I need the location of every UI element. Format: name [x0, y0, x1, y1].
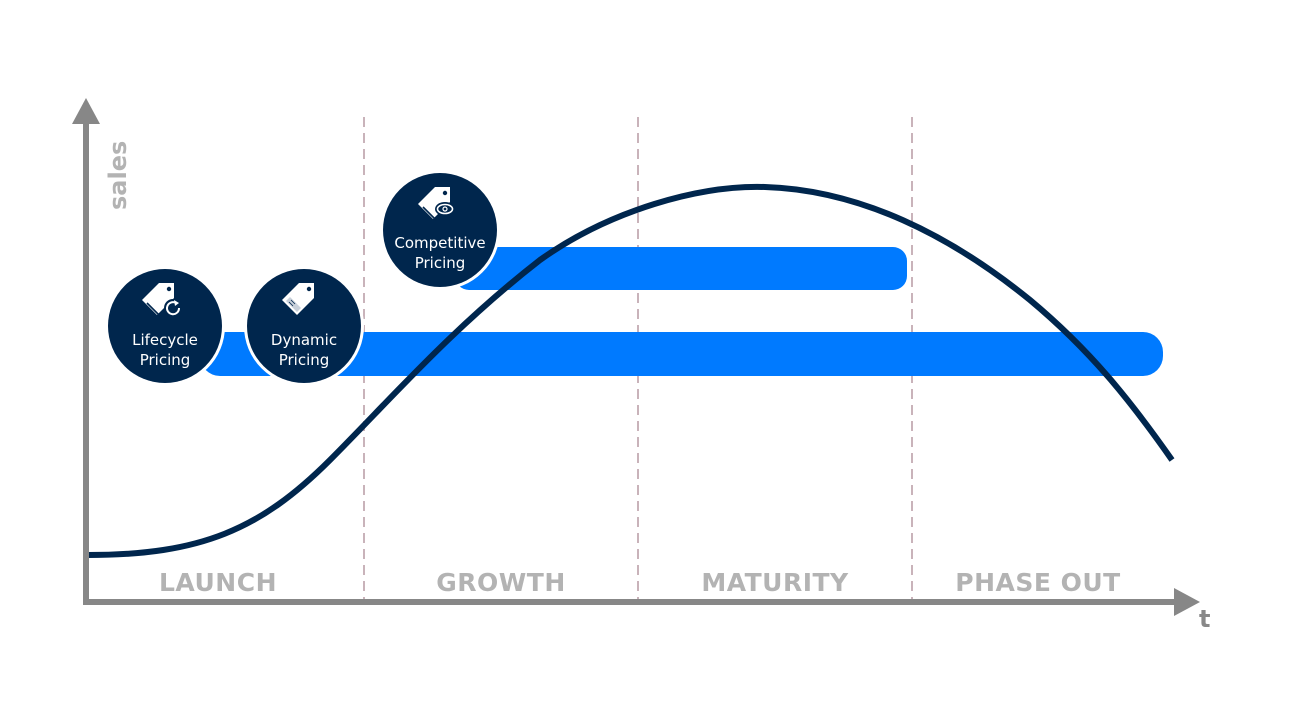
- phase-label-growth: GROWTH: [436, 568, 566, 597]
- badge-lifecycle-line2: Pricing: [140, 351, 191, 369]
- sales-curve: [87, 183, 1175, 558]
- badge-competitive-line2: Pricing: [415, 254, 466, 272]
- y-axis-arrowhead: [72, 98, 100, 124]
- badge-competitive-line1: Competitive: [394, 234, 485, 252]
- price-tag-eye-icon: [418, 187, 455, 221]
- phase-label-phase-out: PHASE OUT: [955, 568, 1121, 597]
- badge-lifecycle-pricing: Lifecycle Pricing: [105, 266, 225, 386]
- x-axis-arrowhead: [1174, 588, 1200, 616]
- price-tag-refresh-icon: [142, 283, 182, 317]
- price-tag-barcode-icon: [282, 283, 314, 315]
- y-axis-label: sales: [104, 141, 132, 210]
- badge-dynamic-pricing: Dynamic Pricing: [244, 266, 364, 386]
- badge-competitive-pricing: Competitive Pricing: [380, 170, 500, 290]
- phase-label-maturity: MATURITY: [701, 568, 849, 597]
- x-axis-label: t: [1199, 605, 1210, 633]
- badge-lifecycle-line1: Lifecycle: [132, 331, 198, 349]
- phase-label-launch: LAUNCH: [159, 568, 277, 597]
- badge-dynamic-line2: Pricing: [279, 351, 330, 369]
- bar-competitive-pricing: [455, 247, 907, 290]
- axes: [72, 98, 1200, 616]
- badge-dynamic-line1: Dynamic: [271, 331, 337, 349]
